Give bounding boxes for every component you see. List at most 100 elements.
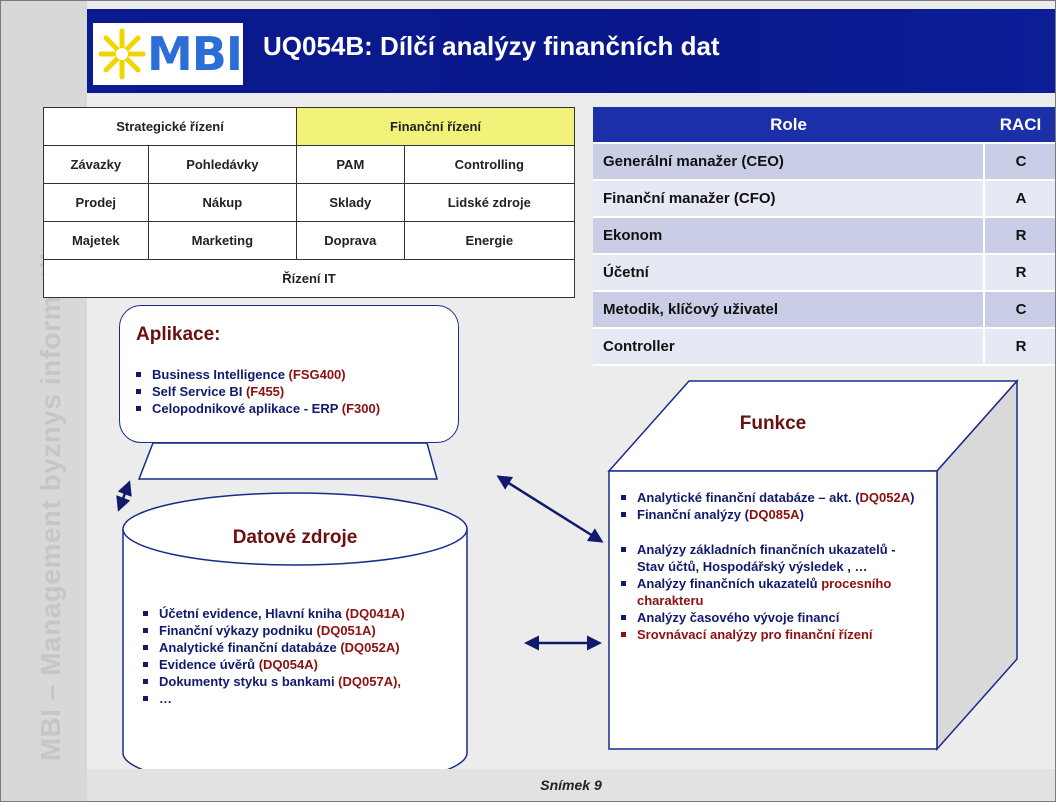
item-code: procesního charakteru	[637, 576, 892, 608]
page-title: UQ054B: Dílčí analýzy finančních dat	[263, 31, 720, 61]
area-cell: Majetek	[43, 221, 149, 260]
raci-role: Controller	[593, 328, 984, 366]
applications-box: Aplikace: Business Intelligence (FSG400)…	[119, 305, 459, 443]
item-tail: )	[799, 507, 804, 522]
applications-list: Business Intelligence (FSG400) Self Serv…	[134, 366, 380, 417]
raci-row: Controller R	[593, 328, 1055, 366]
item-code: (F455)	[245, 384, 285, 399]
item-text: Analýzy časového vývoje financí	[637, 610, 840, 625]
database-cylinder-top	[122, 492, 468, 566]
data-sources-list: Účetní evidence, Hlavní kniha (DQ041A) F…	[141, 605, 405, 707]
raci-header-raci: RACI	[984, 107, 1055, 144]
functions-list: Analytické finanční databáze – akt. (DQ0…	[619, 489, 917, 643]
item-code: DQ085A	[748, 507, 800, 522]
list-item: Self Service BI (F455)	[134, 383, 380, 400]
item-text: Dokumenty styku s bankami	[159, 674, 339, 689]
item-text: …	[159, 691, 172, 706]
areas-row: Majetek Marketing Doprava Energie	[43, 221, 576, 260]
logo-text: MBI	[147, 27, 243, 81]
applications-title: Aplikace:	[136, 324, 221, 345]
raci-role: Generální manažer (CEO)	[593, 143, 984, 181]
item-code: (DQ051A)	[316, 623, 376, 638]
areas-row: Závazky Pohledávky PAM Controlling	[43, 145, 576, 184]
functions-box: Funkce Analytické finanční databáze – ak…	[609, 357, 937, 749]
area-cell: Energie	[403, 221, 576, 260]
raci-table: Role RACI Generální manažer (CEO) C Fina…	[593, 107, 1055, 366]
item-text: Srovnávací analýzy pro finanční řízení	[637, 627, 873, 642]
raci-value: R	[983, 328, 1055, 366]
item-tail: )	[910, 490, 915, 505]
raci-row: Účetní R	[593, 254, 1055, 292]
sun-icon	[98, 28, 146, 80]
item-text: Evidence úvěrů	[159, 657, 259, 672]
item-text: Analýzy základních finančních ukazatelů …	[637, 542, 896, 574]
raci-row: Ekonom R	[593, 217, 1055, 255]
raci-value: R	[983, 254, 1055, 292]
list-item: Celopodnikové aplikace - ERP (F300)	[134, 400, 380, 417]
mbi-logo: MBI	[93, 23, 243, 85]
raci-value: C	[983, 143, 1055, 181]
item-text: Business Intelligence	[152, 367, 289, 382]
footer: Snímek 9	[87, 769, 1055, 801]
item-code: (DQ057A),	[338, 674, 402, 689]
list-item: Evidence úvěrů (DQ054A)	[141, 656, 405, 673]
header-bar	[87, 9, 1055, 93]
item-text: Analytické finanční databáze – akt. (	[637, 490, 860, 505]
item-code: (F300)	[341, 401, 381, 416]
item-text: Analytické finanční databáze	[159, 640, 341, 655]
raci-value: R	[983, 217, 1055, 255]
item-text: Analýzy finančních ukazatelů	[637, 576, 822, 591]
list-item: Účetní evidence, Hlavní kniha (DQ041A)	[141, 605, 405, 622]
area-cell: Prodej	[43, 183, 149, 222]
raci-value: C	[983, 291, 1055, 329]
area-cell: Lidské zdroje	[403, 183, 576, 222]
item-text: Celopodnikové aplikace - ERP	[152, 401, 342, 416]
list-item: Analytické finanční databáze – akt. (DQ0…	[619, 489, 917, 506]
item-text: Účetní evidence, Hlavní kniha	[159, 606, 346, 621]
areas-row: Prodej Nákup Sklady Lidské zdroje	[43, 183, 576, 222]
raci-row: Finanční manažer (CFO) A	[593, 180, 1055, 218]
raci-role: Finanční manažer (CFO)	[593, 180, 984, 218]
raci-row: Metodik, klíčový uživatel C	[593, 291, 1055, 329]
item-text: Finanční analýzy (	[637, 507, 749, 522]
raci-role: Ekonom	[593, 217, 984, 255]
area-cell: Řízení IT	[43, 259, 575, 298]
item-code: (DQ041A)	[345, 606, 405, 621]
raci-header-role: Role	[593, 107, 984, 144]
raci-role: Metodik, klíčový uživatel	[593, 291, 984, 329]
raci-row: Generální manažer (CEO) C	[593, 143, 1055, 181]
item-code: (DQ054A)	[258, 657, 318, 672]
slide-number: Snímek 9	[540, 777, 602, 793]
area-cell: Závazky	[43, 145, 149, 184]
list-item: Analytické finanční databáze (DQ052A)	[141, 639, 405, 656]
data-sources-title: Datové zdroje	[232, 527, 358, 548]
list-item: Business Intelligence (FSG400)	[134, 366, 380, 383]
list-item: Analýzy finančních ukazatelů procesního …	[619, 575, 917, 609]
list-item: Analýzy základních finančních ukazatelů …	[619, 541, 917, 575]
area-cell: Controlling	[403, 145, 576, 184]
raci-value: A	[983, 180, 1055, 218]
item-code: (DQ052A)	[340, 640, 400, 655]
areas-row: Řízení IT	[43, 259, 575, 298]
list-item: Analýzy časového vývoje financí	[619, 609, 917, 626]
areas-table: Strategické řízení Finanční řízení Závaz…	[42, 107, 576, 298]
area-cell: Sklady	[296, 183, 405, 222]
item-code: (FSG400)	[288, 367, 346, 382]
item-text: Finanční výkazy podniku	[159, 623, 317, 638]
area-cell: PAM	[296, 145, 405, 184]
monitor-stand	[137, 442, 438, 480]
item-code: DQ052A	[859, 490, 911, 505]
arrow-apps-data	[116, 480, 132, 512]
list-item: Dokumenty styku s bankami (DQ057A),	[141, 673, 405, 690]
data-sources-box: Datové zdroje Účetní evidence, Hlavní kn…	[123, 493, 467, 789]
cube-front	[608, 470, 938, 750]
list-item: Finanční analýzy (DQ085A)	[619, 506, 917, 523]
raci-role: Účetní	[593, 254, 984, 292]
list-item: …	[141, 690, 405, 707]
area-cell: Pohledávky	[147, 145, 298, 184]
list-item: Finanční výkazy podniku (DQ051A)	[141, 622, 405, 639]
arrow-apps-functions	[496, 475, 604, 543]
list-item: Srovnávací analýzy pro finanční řízení	[619, 626, 917, 643]
